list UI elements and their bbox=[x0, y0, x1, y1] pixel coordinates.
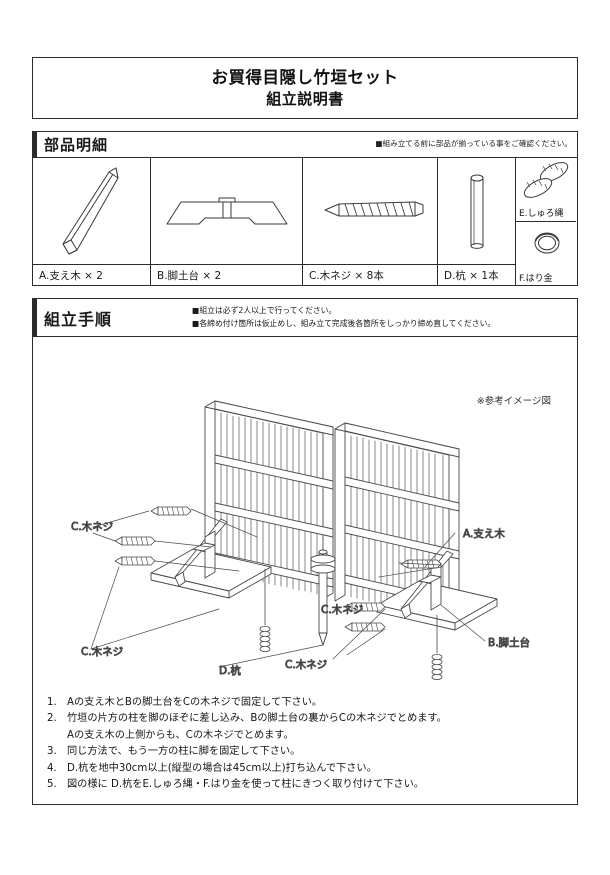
parts-list-section: 部品明細 ■組み立てる前に部品が揃っている事をご確認ください。 A. bbox=[32, 131, 578, 286]
diagram-label-screw-center-right: C.木ネジ bbox=[321, 604, 363, 616]
step-text: 図の様に D.杭をE.しゅろ縄・F.はり金を使って柱にきつく取り付けて下さい。 bbox=[67, 779, 424, 791]
procedure-section: 組立手順 ■組立は必ず2人以上で行ってください。 ■各締め付け箇所は仮止めし、組… bbox=[32, 298, 578, 805]
product-title: お買得目隠し竹垣セット bbox=[211, 67, 399, 87]
fence-panel-right bbox=[334, 422, 460, 628]
step-item: 5. 図の様に D.杭をE.しゅろ縄・F.はり金を使って柱にきつく取り付けて下さ… bbox=[47, 777, 563, 794]
procedure-note-1: ■組立は必ず2人以上で行ってください。 bbox=[192, 306, 337, 316]
step-text: 同じ方法で、もう一方の柱に脚を固定して下さい。 bbox=[67, 746, 301, 758]
diagram-label-screw-top-left: C.木ネジ bbox=[71, 521, 113, 533]
part-a-illustration bbox=[33, 158, 150, 264]
header-accent-bar bbox=[33, 132, 37, 157]
part-cell-e: E.しゅろ縄 bbox=[516, 158, 576, 222]
base-plate-icon bbox=[166, 197, 288, 225]
rope-coil-right bbox=[431, 614, 443, 680]
diagram-label-screw-bottom-left: C.木ネジ bbox=[81, 646, 123, 658]
step-item: 1. Aの支え木とBの脚土台をCの木ネジで固定して下さい。 bbox=[47, 695, 563, 712]
leader-lines bbox=[90, 508, 486, 668]
part-c-illustration bbox=[303, 158, 437, 264]
wood-screw-icon bbox=[324, 201, 424, 217]
step-number: 2. bbox=[47, 713, 57, 725]
stake-with-rope-center bbox=[310, 549, 336, 646]
part-cell-f: F.はり金 bbox=[516, 222, 576, 286]
step-number: 5. bbox=[47, 779, 57, 791]
procedure-section-header: 組立手順 ■組立は必ず2人以上で行ってください。 ■各締め付け箇所は仮止めし、組… bbox=[33, 299, 577, 337]
screw-callout-icons bbox=[114, 506, 442, 632]
document-subtitle: 組立説明書 bbox=[266, 90, 344, 108]
step-text: Aの支え木とBの脚土台をCの木ネジで固定して下さい。 bbox=[67, 696, 323, 708]
part-cell-a: A.支え木 × 2 bbox=[33, 158, 151, 286]
part-d-illustration bbox=[438, 158, 515, 264]
part-a-label: A.支え木 × 2 bbox=[33, 264, 150, 286]
part-cell-c: C.木ネジ × 8本 bbox=[303, 158, 438, 286]
assembly-diagram: ※参考イメージ図 bbox=[33, 337, 577, 707]
support-beam-icon bbox=[62, 167, 119, 255]
reference-image-note: ※参考イメージ図 bbox=[476, 396, 551, 407]
diagram-label-base-plate: B.脚土台 bbox=[488, 636, 530, 649]
part-cell-b: B.脚土台 × 2 bbox=[151, 158, 303, 286]
stake-icon bbox=[470, 174, 484, 249]
procedure-header-accent-bar bbox=[33, 299, 37, 336]
parts-section-title: 部品明細 bbox=[44, 136, 109, 154]
part-b-illustration bbox=[151, 158, 302, 264]
part-cells-ef-column: E.しゅろ縄 F.はり金 bbox=[516, 158, 576, 286]
diagram-label-screw-bottom-center: C.木ネジ bbox=[285, 659, 327, 671]
part-d-label: D.杭 × 1本 bbox=[438, 264, 515, 286]
step-item: 4. D.杭を地中30cm以上(縦型の場合は45cm以上)打ち込んで下さい。 bbox=[47, 761, 563, 778]
part-c-label: C.木ネジ × 8本 bbox=[303, 264, 437, 286]
assembly-steps-list: 1. Aの支え木とBの脚土台をCの木ネジで固定して下さい。 2. 竹垣の片方の柱… bbox=[33, 689, 577, 804]
step-number: 1. bbox=[47, 696, 57, 708]
step-number: 4. bbox=[47, 762, 57, 774]
title-box: お買得目隠し竹垣セット 組立説明書 bbox=[32, 57, 578, 119]
part-e-illustration bbox=[516, 158, 576, 204]
foot-assembly-left bbox=[150, 518, 272, 599]
step-item: 2. 竹垣の片方の柱を脚のほぞに差し込み、Bの脚土台の裏からCの木ネジでとめます… bbox=[47, 711, 563, 728]
part-f-illustration bbox=[516, 222, 576, 269]
procedure-section-title: 組立手順 bbox=[44, 309, 113, 329]
parts-section-header: 部品明細 ■組み立てる前に部品が揃っている事をご確認ください。 bbox=[33, 132, 577, 158]
wire-ring-icon bbox=[534, 232, 560, 254]
fence-assembly-drawing: C.木ネジ C.木ネジ D.杭 C.木ネジ C.木ネジ A.支え木 B.脚土台 bbox=[71, 400, 530, 680]
part-cell-d: D.杭 × 1本 bbox=[438, 158, 516, 286]
step-continuation: Aの支え木の上側からも、Cの木ネジでとめます。 bbox=[67, 729, 294, 741]
step-item: 3. 同じ方法で、もう一方の柱に脚を固定して下さい。 bbox=[47, 744, 563, 761]
part-e-label: E.しゅろ縄 bbox=[519, 209, 564, 219]
part-b-label: B.脚土台 × 2 bbox=[151, 264, 302, 286]
parts-grid: A.支え木 × 2 B.脚土台 × 2 bbox=[33, 158, 577, 286]
palm-rope-icon bbox=[523, 162, 569, 198]
step-number: 3. bbox=[47, 746, 57, 758]
procedure-notes: ■組立は必ず2人以上で行ってください。 ■各締め付け箇所は仮止めし、組み立て完成… bbox=[192, 305, 495, 329]
procedure-note-2: ■各締め付け箇所は仮止めし、組み立て完成後各箇所をしっかり締め直してください。 bbox=[192, 318, 496, 328]
parts-check-note: ■組み立てる前に部品が揃っている事をご確認ください。 bbox=[375, 139, 572, 149]
part-f-label: F.はり金 bbox=[519, 274, 553, 284]
step-text: 竹垣の片方の柱を脚のほぞに差し込み、Bの脚土台の裏からCの木ネジでとめます。 bbox=[67, 713, 447, 725]
diagram-label-support-beam: A.支え木 bbox=[463, 528, 505, 540]
diagram-label-stake: D.杭 bbox=[219, 664, 241, 677]
rope-coil-left bbox=[259, 568, 271, 652]
step-text: D.杭を地中30cm以上(縦型の場合は45cm以上)打ち込んで下さい。 bbox=[67, 762, 377, 774]
title-inner: お買得目隠し竹垣セット 組立説明書 bbox=[212, 67, 399, 110]
